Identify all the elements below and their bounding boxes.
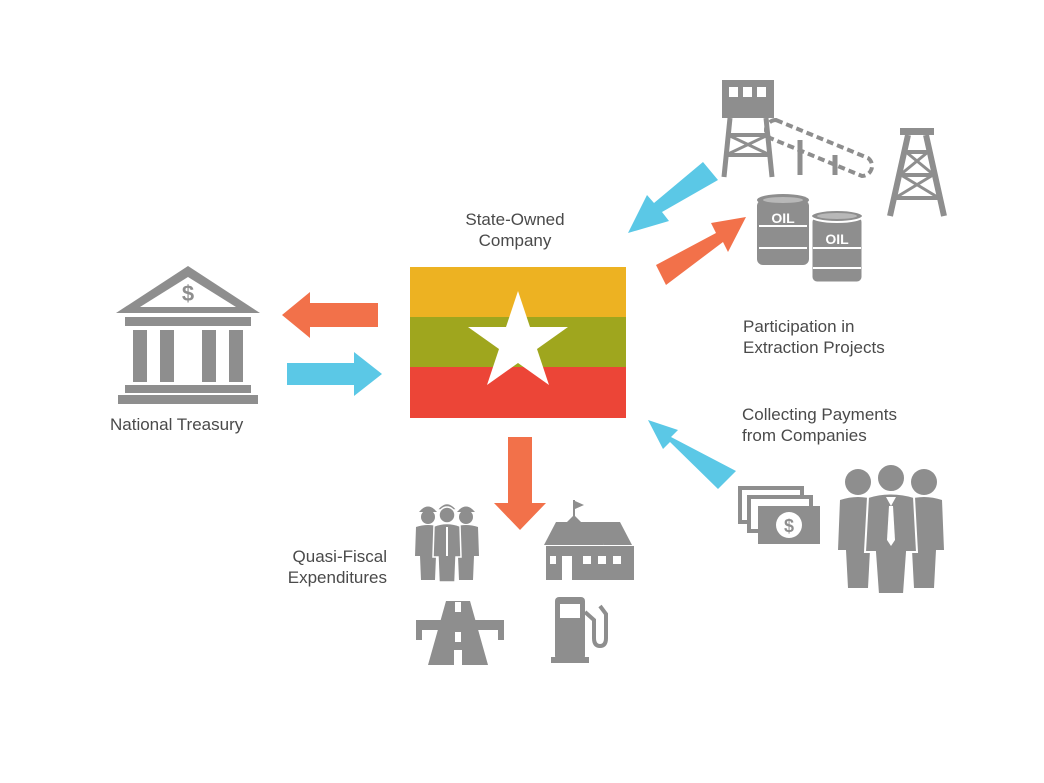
participation-label-line1: Participation in	[743, 317, 855, 336]
arrow-from-extraction	[628, 162, 718, 233]
fuel-pump-icon	[551, 597, 608, 663]
bank-icon: $	[116, 266, 260, 404]
arrow-to-treasury	[282, 292, 378, 338]
state-owned-company-flag	[410, 267, 626, 418]
cash-dollar-sign: $	[784, 516, 794, 536]
quasi-fiscal-label: Quasi-Fiscal Expenditures	[250, 546, 387, 588]
state-owned-company-label-line2: Company	[478, 231, 552, 250]
flag-stripe-red	[410, 367, 626, 418]
workers-icon	[415, 502, 479, 583]
flag-star-icon	[468, 291, 568, 385]
arrow-to-quasi-fiscal	[494, 437, 546, 530]
national-treasury-label: National Treasury	[110, 415, 244, 434]
oil-derrick-icon	[887, 128, 947, 217]
bank-dollar-sign: $	[182, 281, 194, 306]
oil-barrels-icon: OIL OIL	[757, 194, 865, 285]
arrow-from-companies	[648, 420, 736, 489]
cash-icon: $	[738, 486, 820, 544]
businesspeople-icon	[838, 463, 944, 595]
collecting-payments-label-line2: from Companies	[742, 426, 867, 445]
oil-barrel-1-label: OIL	[771, 210, 795, 226]
participation-label: Participation in Extraction Projects	[743, 316, 885, 358]
arrow-from-treasury	[287, 352, 382, 396]
school-icon	[544, 500, 634, 580]
quasi-fiscal-label-line1: Quasi-Fiscal	[292, 547, 387, 566]
mine-conveyor-icon	[721, 80, 874, 179]
collecting-payments-label: Collecting Payments from Companies	[742, 404, 897, 446]
road-icon	[416, 601, 504, 665]
oil-barrel-2-label: OIL	[825, 231, 849, 247]
quasi-fiscal-label-line2: Expenditures	[287, 568, 387, 587]
collecting-payments-label-line1: Collecting Payments	[742, 405, 897, 424]
arrow-to-extraction	[656, 217, 746, 285]
state-owned-company-label-line1: State-Owned	[465, 210, 565, 229]
state-owned-company-label: State-Owned Company	[440, 209, 590, 251]
participation-label-line2: Extraction Projects	[743, 338, 885, 357]
